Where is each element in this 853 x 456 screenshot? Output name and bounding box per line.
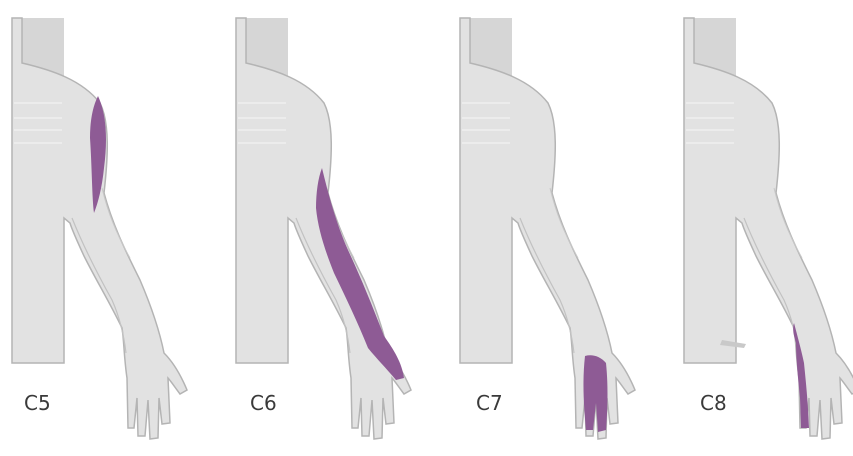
- panel-c6: C6: [236, 18, 411, 439]
- panel-label-c5: C5: [24, 391, 51, 415]
- panel-label-c7: C7: [476, 391, 503, 415]
- dermatome-region-c7: [583, 355, 607, 432]
- panel-label-c6: C6: [250, 391, 277, 415]
- arm-figure-c7: [460, 18, 635, 439]
- panel-c8: C8: [684, 18, 853, 439]
- panel-c7: C7: [460, 18, 635, 439]
- arm-figure-c5: [12, 18, 187, 439]
- panel-label-c8: C8: [700, 391, 727, 415]
- panel-c5: C5: [12, 18, 187, 439]
- arm-figure-c8: [684, 18, 853, 439]
